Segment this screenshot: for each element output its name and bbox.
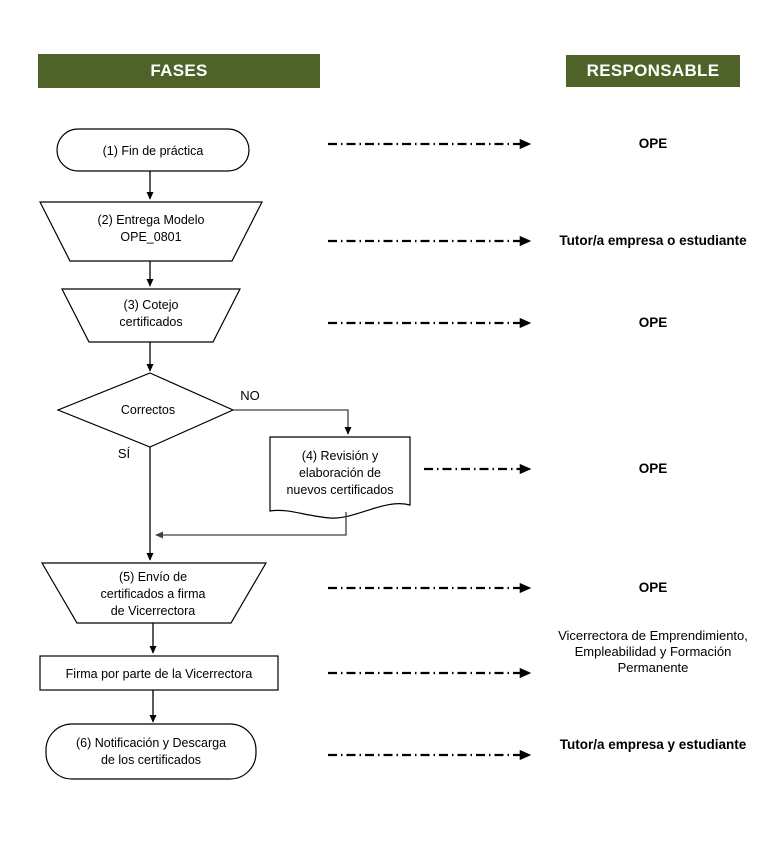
node-3-label-line-2: certificados <box>119 315 182 329</box>
node-fin-de-practica[interactable]: (1) Fin de práctica <box>56 128 250 172</box>
node-2-label-line-2: OPE_0801 <box>120 230 181 244</box>
node-cotejo-certificados[interactable]: (3) Cotejo certificados <box>61 288 241 343</box>
node-5-label-line-3: nuevos certificados <box>286 483 393 497</box>
node-revision-elaboracion[interactable]: (4) Revisión y elaboración de nuevos cer… <box>269 436 411 519</box>
responsable-text-3: OPE <box>638 315 668 330</box>
responsable-text-5: OPE <box>638 580 668 595</box>
node-6-label-line-3: de Vicerrectora <box>111 604 196 618</box>
header-fases-label: FASES <box>150 61 208 80</box>
node-firma-vicerrectora[interactable]: Firma por parte de la Vicerrectora <box>39 655 279 691</box>
node-4-label: Correctos <box>121 403 175 417</box>
node-3-shape <box>61 288 241 343</box>
node-6-label-line-1: (5) Envío de <box>119 570 187 584</box>
node-1-shape <box>56 128 250 172</box>
responsable-text-6: Vicerrectora de Emprendimiento, Empleabi… <box>558 628 748 675</box>
node-2-shape <box>39 201 263 262</box>
edge-label-si: SÍ <box>118 446 131 461</box>
node-7-label: Firma por parte de la Vicerrectora <box>66 667 253 681</box>
node-6-shape <box>40 562 268 624</box>
node-1-label-line-1: (1) Fin de práctica <box>103 144 204 158</box>
node-7-shape <box>39 655 279 691</box>
header-fases: FASES <box>38 54 320 88</box>
node-5-label-line-2: elaboración de <box>299 466 381 480</box>
responsable-text-2: Tutor/a empresa o estudiante <box>559 233 747 248</box>
node-3-label-line-1: (3) Cotejo <box>124 298 179 312</box>
responsable-text-1: OPE <box>638 136 668 151</box>
node-notificacion-descarga[interactable]: (6) Notificación y Descarga de los certi… <box>45 723 257 780</box>
node-6-label-line-2: certificados a firma <box>101 587 206 601</box>
header-responsable-label: RESPONSABLE <box>586 61 720 80</box>
node-5-shape <box>269 436 411 519</box>
node-8-label-line-1: (6) Notificación y Descarga <box>76 736 226 750</box>
header-responsable: RESPONSABLE <box>566 55 740 87</box>
node-envio-certificados[interactable]: (5) Envío de certificados a firma de Vic… <box>40 562 268 624</box>
edge-label-no: NO <box>240 388 260 403</box>
node-2-label-line-1: (2) Entrega Modelo <box>97 213 204 227</box>
responsable-text-4: OPE <box>638 461 668 476</box>
connector-return-loop <box>155 512 347 539</box>
responsable-text-7: Tutor/a empresa y estudiante <box>559 737 747 752</box>
node-5-label-line-1: (4) Revisión y <box>302 449 379 463</box>
node-8-label-line-2: de los certificados <box>101 753 201 767</box>
node-decision-correctos[interactable]: Correctos <box>56 372 235 448</box>
node-8-shape <box>45 723 257 780</box>
node-entrega-modelo[interactable]: (2) Entrega Modelo OPE_0801 <box>39 201 263 262</box>
connector-no-branch <box>233 409 352 435</box>
